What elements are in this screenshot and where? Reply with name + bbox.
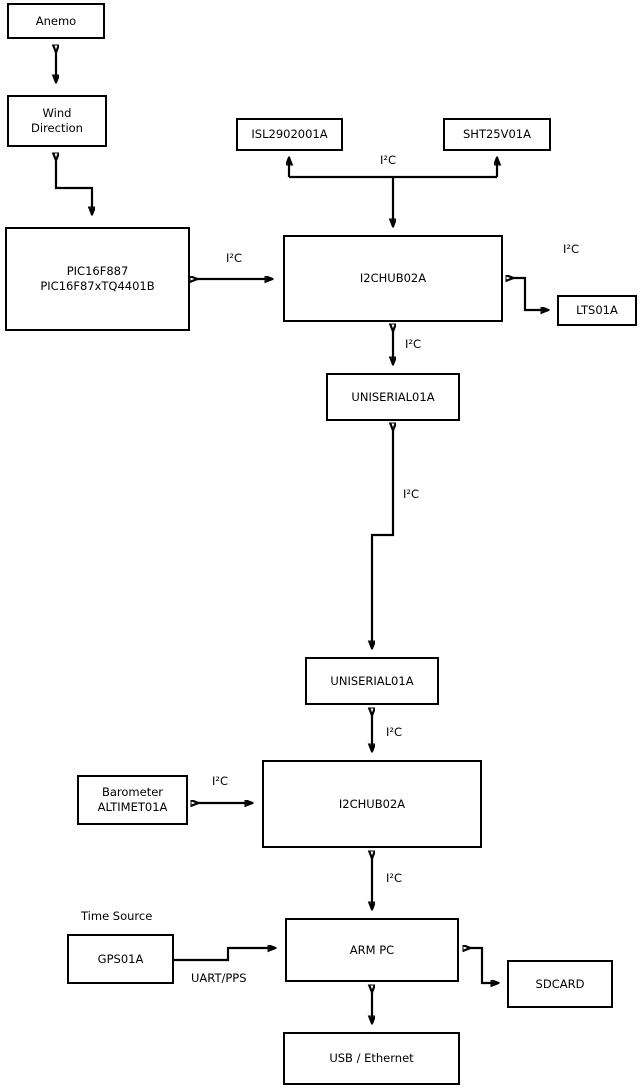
node-pic-microcontroller-label: PIC16F887 PIC16F87xTQ4401B — [40, 264, 155, 293]
connector-pic-wind — [56, 160, 92, 214]
node-uniserial01a-top-label: UNISERIAL01A — [351, 389, 435, 404]
connector-uniserial-uniserial — [372, 430, 393, 648]
node-anemo[interactable]: Anemo — [7, 3, 105, 39]
node-sht25v01a-label: SHT25V01A — [463, 127, 531, 142]
node-i2chub02a-bottom[interactable]: I2CHUB02A — [262, 760, 482, 848]
node-usb-ethernet-label: USB / Ethernet — [329, 1051, 414, 1066]
node-gps01a[interactable]: GPS01A — [67, 934, 174, 984]
node-sdcard[interactable]: SDCARD — [507, 960, 613, 1008]
node-gps01a-label: GPS01A — [97, 951, 144, 966]
edge-label-i2c-uniserial-link: I²C — [403, 487, 420, 501]
connector-hub-sensor-bus — [289, 158, 497, 226]
edge-label-i2c-top-bus: I²C — [380, 153, 397, 167]
node-arm-pc-label: ARM PC — [349, 942, 395, 957]
node-barometer-altimet01a[interactable]: Barometer ALTIMET01A — [77, 775, 188, 825]
node-uniserial01a-bottom-label: UNISERIAL01A — [330, 673, 414, 688]
edge-label-i2c-hub-lts: I²C — [563, 242, 580, 256]
node-pic-microcontroller[interactable]: PIC16F887 PIC16F87xTQ4401B — [5, 227, 190, 331]
edge-label-i2c-hub2-armpc: I²C — [386, 871, 403, 885]
edge-label-i2c-hub-uniserial: I²C — [405, 337, 422, 351]
annotation-time-source: Time Source — [81, 909, 153, 923]
node-wind-direction[interactable]: Wind Direction — [7, 95, 107, 147]
node-lts01a-label: LTS01A — [576, 303, 618, 318]
node-wind-direction-label: Wind Direction — [31, 106, 83, 135]
edge-label-i2c-uniserial-hub2: I²C — [386, 725, 403, 739]
node-anemo-label: Anemo — [35, 13, 77, 28]
connector-gps-armpc — [174, 948, 275, 962]
node-arm-pc[interactable]: ARM PC — [285, 918, 459, 982]
edge-label-i2c-pic-hub: I²C — [226, 251, 243, 265]
node-i2chub02a-top[interactable]: I2CHUB02A — [283, 235, 503, 322]
edge-label-uart-pps: UART/PPS — [191, 971, 247, 985]
node-barometer-altimet01a-label: Barometer ALTIMET01A — [97, 785, 168, 814]
node-usb-ethernet[interactable]: USB / Ethernet — [283, 1032, 460, 1085]
connector-armpc-sdcard — [470, 948, 498, 983]
node-i2chub02a-bottom-label: I2CHUB02A — [338, 796, 406, 811]
node-sdcard-label: SDCARD — [535, 976, 585, 991]
connector-hub-lts — [513, 278, 548, 310]
node-lts01a[interactable]: LTS01A — [557, 295, 637, 326]
node-uniserial01a-top[interactable]: UNISERIAL01A — [326, 373, 460, 421]
node-isl2902001a-label: ISL2902001A — [251, 127, 328, 142]
node-uniserial01a-bottom[interactable]: UNISERIAL01A — [305, 657, 439, 705]
edge-label-i2c-barometer-hub2: I²C — [212, 774, 229, 788]
node-sht25v01a[interactable]: SHT25V01A — [443, 118, 551, 151]
node-isl2902001a[interactable]: ISL2902001A — [236, 118, 343, 151]
node-i2chub02a-top-label: I2CHUB02A — [359, 271, 427, 286]
